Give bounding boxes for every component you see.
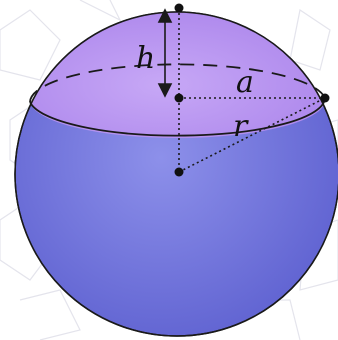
label-h: h <box>136 41 155 76</box>
label-r: r <box>233 109 249 144</box>
spherical-cap <box>30 12 326 139</box>
cap-center-point <box>174 93 184 103</box>
cut-plane-front-edge <box>29 97 326 137</box>
height-arrow <box>157 8 173 98</box>
sphere-center-point <box>174 167 184 177</box>
cut-plane-back-edge <box>29 63 326 103</box>
label-a: a <box>236 65 254 100</box>
radius-r-line <box>178 97 326 173</box>
top-point <box>174 3 184 13</box>
rim-point <box>320 93 330 103</box>
